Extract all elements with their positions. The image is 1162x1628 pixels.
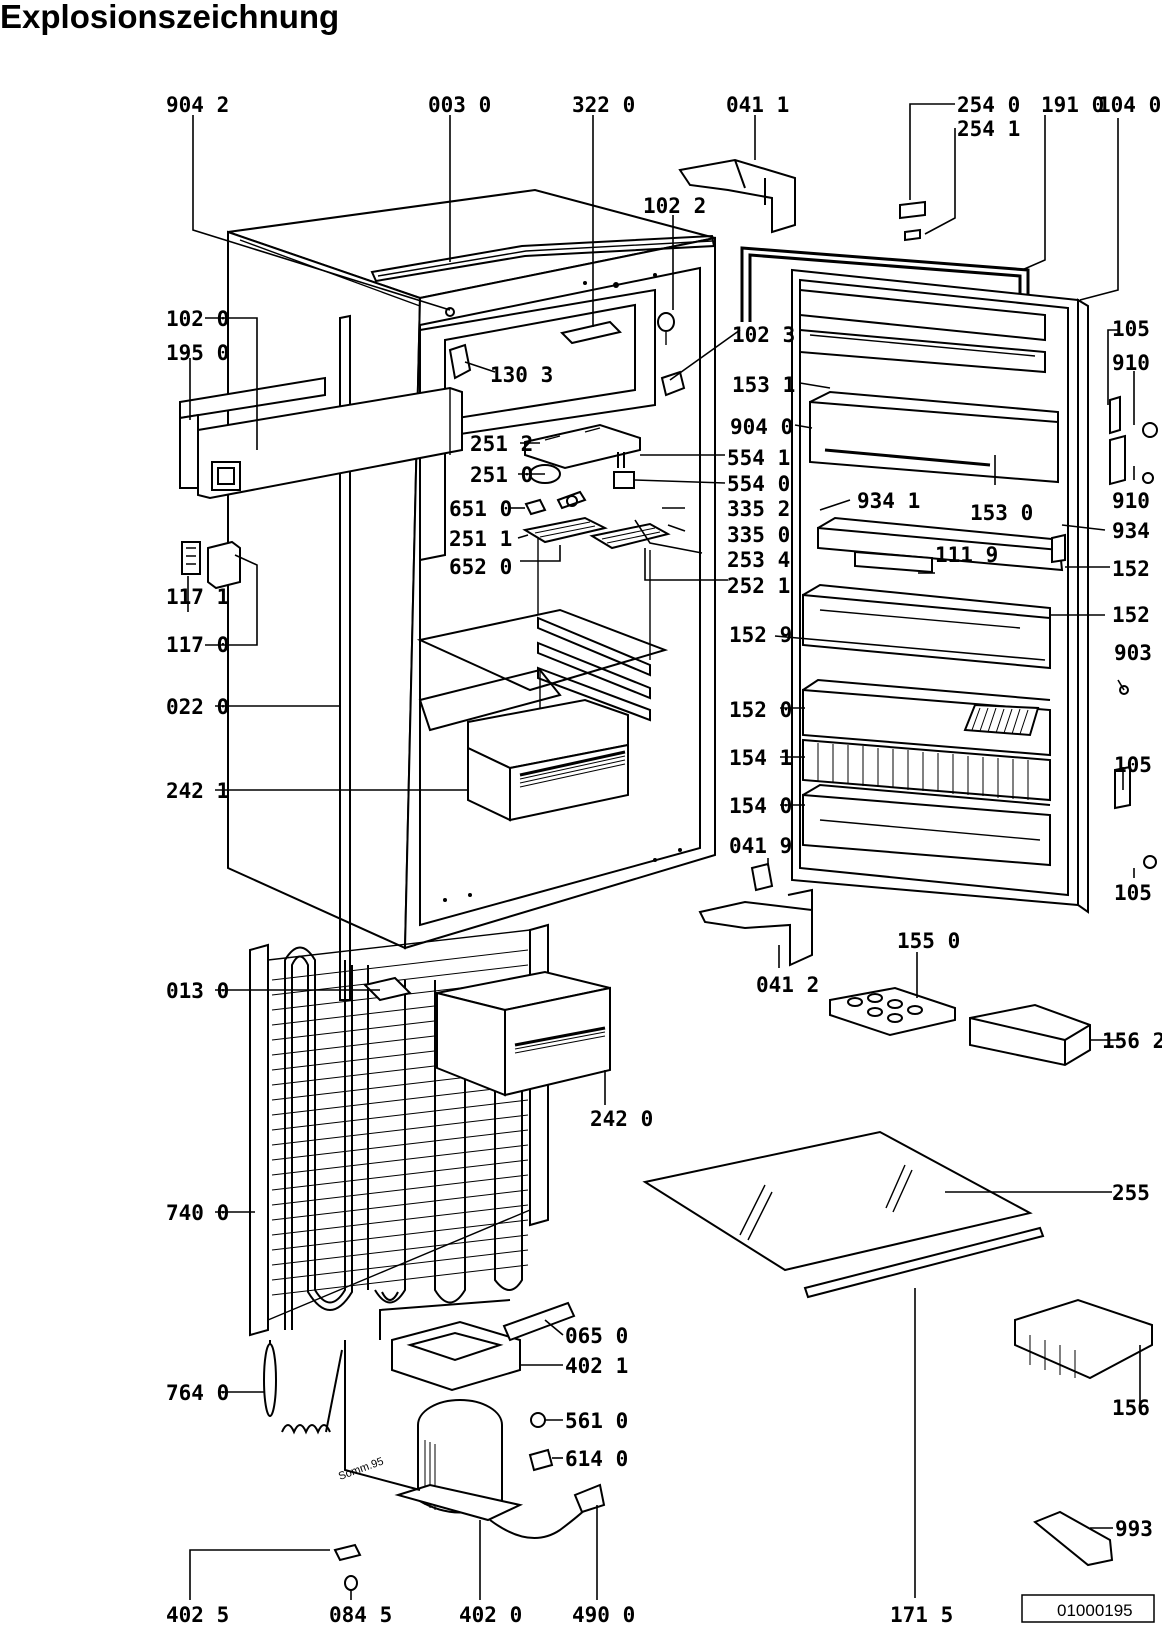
label-253-4: 253 4 — [727, 548, 790, 572]
label-102-2: 102 2 — [643, 194, 706, 218]
label-252-1: 252 1 — [727, 574, 790, 598]
hinge-covers — [181, 540, 241, 590]
control-panel — [179, 376, 463, 500]
label-191-0: 191 0 — [1041, 93, 1104, 117]
label-934-1: 934 1 — [857, 489, 920, 513]
label-013-0: 013 0 — [166, 979, 229, 1003]
label-335-0: 335 0 — [727, 523, 790, 547]
label-251-0: 251 0 — [470, 463, 533, 487]
label-154-1: 154 1 — [729, 746, 792, 770]
leader-lines — [187, 103, 1141, 1600]
label-152-0: 152 0 — [729, 698, 792, 722]
page-title: Explosionszeichnung — [0, 0, 340, 35]
label-022-0: 022 0 — [166, 695, 229, 719]
label-117-1: 117 1 — [166, 585, 229, 609]
label-910-0: 910 0 — [1112, 351, 1162, 375]
label-153-1: 153 1 — [732, 373, 795, 397]
label-402-0: 402 0 — [459, 1603, 522, 1627]
label-084-5: 084 5 — [329, 1603, 392, 1627]
label-156-0: 156 0 — [1112, 1396, 1162, 1420]
label-335-2: 335 2 — [727, 497, 790, 521]
label-102-3: 102 3 — [732, 323, 795, 347]
label-904-0: 904 0 — [730, 415, 793, 439]
part-labels: 904 2 003 0 322 0 041 1 254 0 254 1 191 … — [166, 93, 1162, 1627]
label-554-1: 554 1 — [727, 446, 790, 470]
label-152-4: 152 4 — [1112, 603, 1162, 627]
label-254-0: 254 0 — [957, 93, 1020, 117]
label-105-9: 105 9 — [1112, 317, 1162, 341]
label-041-2: 041 2 — [756, 973, 819, 997]
document-number: 01000195 — [1057, 1601, 1133, 1620]
compressor-assembly: Somm.95 — [263, 1299, 606, 1591]
label-242-0: 242 0 — [590, 1107, 653, 1131]
label-903-2: 903 2 — [1114, 641, 1162, 665]
door-small-parts — [642, 158, 1158, 1567]
label-554-0: 554 0 — [727, 472, 790, 496]
label-171-5: 171 5 — [890, 1603, 953, 1627]
label-402-5: 402 5 — [166, 1603, 229, 1627]
condenser — [249, 923, 549, 1337]
door — [740, 246, 1089, 914]
label-130-3: 130 3 — [490, 363, 553, 387]
label-651-0: 651 0 — [449, 497, 512, 521]
label-156-2: 156 2 — [1102, 1029, 1162, 1053]
label-910-1: 910 1 — [1112, 489, 1162, 513]
label-904-2: 904 2 — [166, 93, 229, 117]
label-490-0: 490 0 — [572, 1603, 635, 1627]
label-154-0: 154 0 — [729, 794, 792, 818]
label-041-9: 041 9 — [729, 834, 792, 858]
label-065-0: 065 0 — [565, 1324, 628, 1348]
document-reference: 01000195 — [1021, 1594, 1155, 1623]
label-402-1: 402 1 — [565, 1354, 628, 1378]
label-251-1: 251 1 — [449, 527, 512, 551]
label-740-0: 740 0 — [166, 1201, 229, 1225]
label-614-0: 614 0 — [565, 1447, 628, 1471]
label-152-1: 152 1 — [1112, 557, 1162, 581]
label-322-0: 322 0 — [572, 93, 635, 117]
vegetable-drawer — [436, 970, 611, 1097]
label-993-1: 993 1 — [1115, 1517, 1162, 1541]
label-111-9: 111 9 — [935, 543, 998, 567]
side-trim-strip — [339, 314, 351, 1001]
label-153-0: 153 0 — [970, 501, 1033, 525]
label-105-7: 105 7 — [1114, 881, 1162, 905]
label-117-0: 117 0 — [166, 633, 229, 657]
label-254-1: 254 1 — [957, 117, 1020, 141]
label-041-1: 041 1 — [726, 93, 789, 117]
label-242-1: 242 1 — [166, 779, 229, 803]
label-561-0: 561 0 — [565, 1409, 628, 1433]
label-652-0: 652 0 — [449, 555, 512, 579]
label-195-0: 195 0 — [166, 341, 229, 365]
label-105-8: 105 8 — [1114, 753, 1162, 777]
label-255-0: 255 0 — [1112, 1181, 1162, 1205]
label-102-0: 102 0 — [166, 307, 229, 331]
label-104-0: 104 0 — [1098, 93, 1161, 117]
label-251-2: 251 2 — [470, 432, 533, 456]
label-003-0: 003 0 — [428, 93, 491, 117]
label-152-9: 152 9 — [729, 623, 792, 647]
label-764-0: 764 0 — [166, 1381, 229, 1405]
label-155-0: 155 0 — [897, 929, 960, 953]
label-934-0: 934 0 — [1112, 519, 1162, 543]
